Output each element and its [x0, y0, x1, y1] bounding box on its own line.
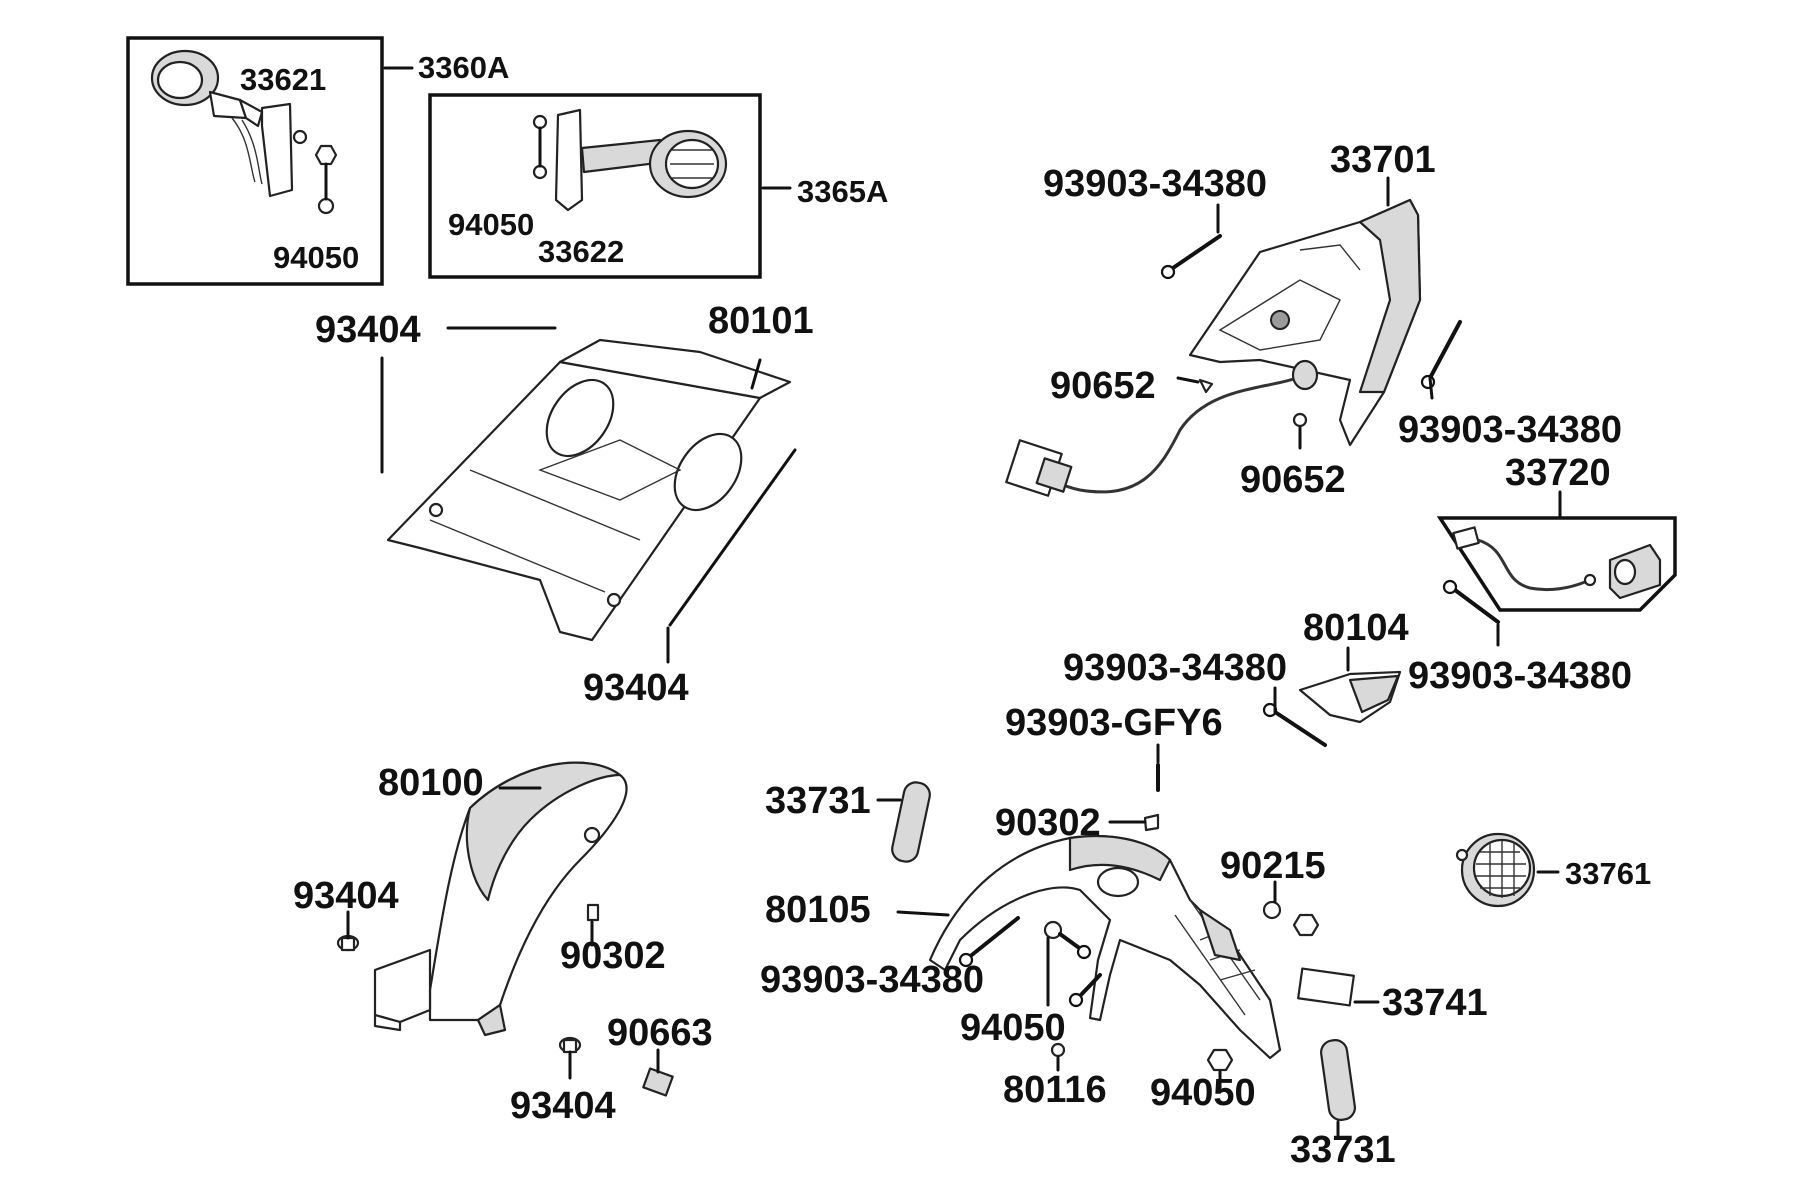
rear-inner-panel-80101-drawing [386, 338, 792, 642]
label-33622: 33622 [538, 234, 624, 269]
label-90302-a: 90302 [560, 935, 666, 977]
label-80100: 80100 [378, 762, 484, 804]
label-94050-c: 94050 [960, 1007, 1066, 1049]
reflector-33731-b-drawing [1320, 1039, 1356, 1121]
nut-94050-d-drawing [1206, 1048, 1234, 1072]
fastener-93404-bottom-drawing [558, 1036, 582, 1054]
label-93404-left: 93404 [293, 875, 399, 917]
label-90652-b: 90652 [1240, 459, 1346, 501]
label-93404-bottom: 93404 [510, 1085, 616, 1127]
label-93404-top: 93404 [315, 309, 421, 351]
screw-93903-low [966, 916, 1020, 960]
leader-lines [346, 66, 1562, 1137]
label-93404-right: 93404 [583, 667, 689, 709]
bolt-90215-drawing [1262, 900, 1320, 937]
kit-frame-3365A [428, 93, 762, 279]
kit-frame-3360A [126, 36, 384, 286]
plate-33741-drawing [1297, 967, 1355, 1007]
screw-93903-right [1428, 320, 1462, 380]
label-90652-a: 90652 [1050, 365, 1156, 407]
kit-frame-33720 [1436, 516, 1677, 612]
license-bracket-80105-drawing [928, 835, 1282, 1060]
label-94050-d: 94050 [1150, 1072, 1256, 1114]
right-turn-signal-drawing [532, 108, 728, 212]
reflector-33731-a-drawing [891, 781, 931, 863]
label-33701: 33701 [1330, 139, 1436, 181]
clip-90652-a-drawing [1198, 378, 1214, 394]
label-90663: 90663 [607, 1012, 713, 1054]
label-3360A: 3360A [418, 50, 509, 85]
label-33731-a: 33731 [765, 780, 871, 822]
clip-90302-a-drawing [586, 903, 600, 922]
label-93903-right: 93903-34380 [1398, 409, 1622, 451]
reflector-33761-drawing [1455, 832, 1536, 908]
bolt-94050-c-drawing [1043, 920, 1102, 1008]
label-93903-top: 93903-34380 [1043, 163, 1267, 205]
clip-90663-drawing [642, 1067, 674, 1097]
screw-93903-mid-r [1453, 588, 1500, 624]
tail-lamp-harness-drawing [1005, 359, 1319, 497]
nut-94050-a-drawing [314, 144, 338, 215]
label-80105: 80105 [765, 889, 871, 931]
label-94050-b: 94050 [448, 207, 534, 242]
label-90215: 90215 [1220, 845, 1326, 887]
label-3365A: 3365A [797, 174, 888, 209]
label-33741: 33741 [1382, 982, 1488, 1024]
license-light-kit-drawing [1452, 526, 1662, 600]
label-33731-b: 33731 [1290, 1129, 1396, 1171]
screw-93903-mid [1273, 710, 1327, 747]
label-93903-gfy6: 93903-GFY6 [1005, 702, 1223, 744]
screw-93903-top [1168, 234, 1222, 272]
label-80101: 80101 [708, 300, 814, 342]
label-94050-a: 94050 [273, 240, 359, 275]
label-90302-b: 90302 [995, 802, 1101, 844]
tail-lamp-33701-drawing [1188, 198, 1422, 447]
left-turn-signal-drawing [150, 49, 308, 198]
license-cover-80104-drawing [1298, 670, 1402, 724]
rear-fender-80100-drawing [373, 761, 628, 1037]
label-33621: 33621 [240, 62, 326, 97]
label-33761: 33761 [1565, 856, 1651, 891]
label-80104: 80104 [1303, 607, 1409, 649]
label-93903-mid: 93903-34380 [1063, 647, 1287, 689]
label-93903-mid-r: 93903-34380 [1408, 655, 1632, 697]
label-93903-low: 93903-34380 [760, 959, 984, 1001]
label-80116: 80116 [1003, 1069, 1107, 1111]
label-33720: 33720 [1505, 452, 1611, 494]
nut-80116-drawing [1050, 1042, 1066, 1058]
clip-90652-b-drawing [1292, 412, 1308, 428]
clip-90302-b-drawing [1143, 813, 1160, 832]
